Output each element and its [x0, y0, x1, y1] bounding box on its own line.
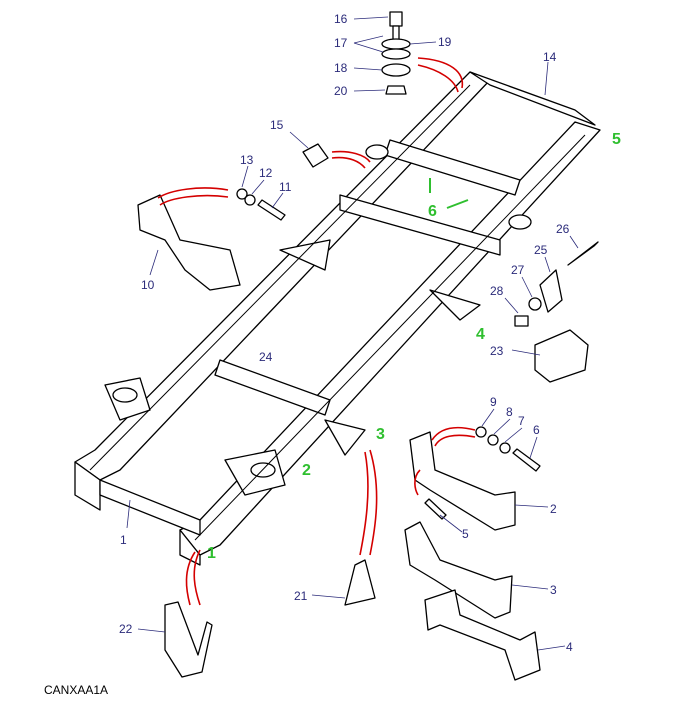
- marker-4: 4: [476, 326, 485, 343]
- callout-16: 16: [334, 12, 348, 26]
- red-leader-lines: [157, 57, 476, 606]
- callout-28: 28: [490, 284, 504, 298]
- callout-4: 4: [566, 640, 573, 654]
- callout-15: 15: [270, 118, 284, 132]
- blue-leaders: [126, 16, 579, 651]
- marker-6: 6: [428, 203, 437, 220]
- callout-17: 17: [334, 36, 348, 50]
- callouts: 16 17 19 18 20 14 15 13 12 11 10 26 25 2…: [119, 12, 573, 654]
- shackle-22: [164, 601, 213, 678]
- callout-13: 13: [240, 153, 254, 167]
- callout-14: 14: [543, 50, 557, 64]
- marker-2: 2: [302, 462, 311, 479]
- fasteners-6-9: [424, 426, 541, 520]
- callout-12: 12: [259, 166, 273, 180]
- chassis-frame: [74, 71, 601, 566]
- callout-1: 1: [120, 533, 127, 547]
- location-markers: 5 6 4 3 2 1: [207, 131, 621, 562]
- callout-26: 26: [556, 222, 570, 236]
- callout-9: 9: [490, 395, 497, 409]
- callout-23: 23: [490, 344, 504, 358]
- callout-8: 8: [506, 405, 513, 419]
- callout-19: 19: [438, 35, 452, 49]
- callout-20: 20: [334, 84, 348, 98]
- parts-25-28: [514, 241, 599, 327]
- callout-22: 22: [119, 622, 133, 636]
- reference-code: CANXAA1A: [44, 683, 108, 697]
- green-leaders: [429, 178, 469, 209]
- marker-3: 3: [376, 426, 385, 443]
- callout-6: 6: [533, 423, 540, 437]
- mount-23: [534, 329, 589, 383]
- body-mount-stack: [381, 11, 411, 95]
- callout-25: 25: [534, 243, 548, 257]
- callout-10: 10: [141, 278, 155, 292]
- callout-21: 21: [294, 589, 308, 603]
- callout-5: 5: [462, 527, 469, 541]
- bolt-washers-11-13: [236, 188, 286, 221]
- callout-11: 11: [279, 180, 292, 194]
- marker-1: 1: [207, 545, 216, 562]
- callout-7: 7: [518, 414, 525, 428]
- callout-2: 2: [550, 502, 557, 516]
- bracket-10: [137, 194, 241, 291]
- callout-24: 24: [259, 350, 273, 364]
- bracket-3: [404, 521, 513, 619]
- callout-3: 3: [550, 583, 557, 597]
- bracket-2: [409, 431, 516, 531]
- callout-27: 27: [511, 263, 525, 277]
- crossmember-4: [424, 589, 541, 681]
- bracket-21: [344, 559, 376, 606]
- marker-5: 5: [612, 131, 621, 148]
- callout-18: 18: [334, 61, 348, 75]
- pad-15: [302, 143, 329, 168]
